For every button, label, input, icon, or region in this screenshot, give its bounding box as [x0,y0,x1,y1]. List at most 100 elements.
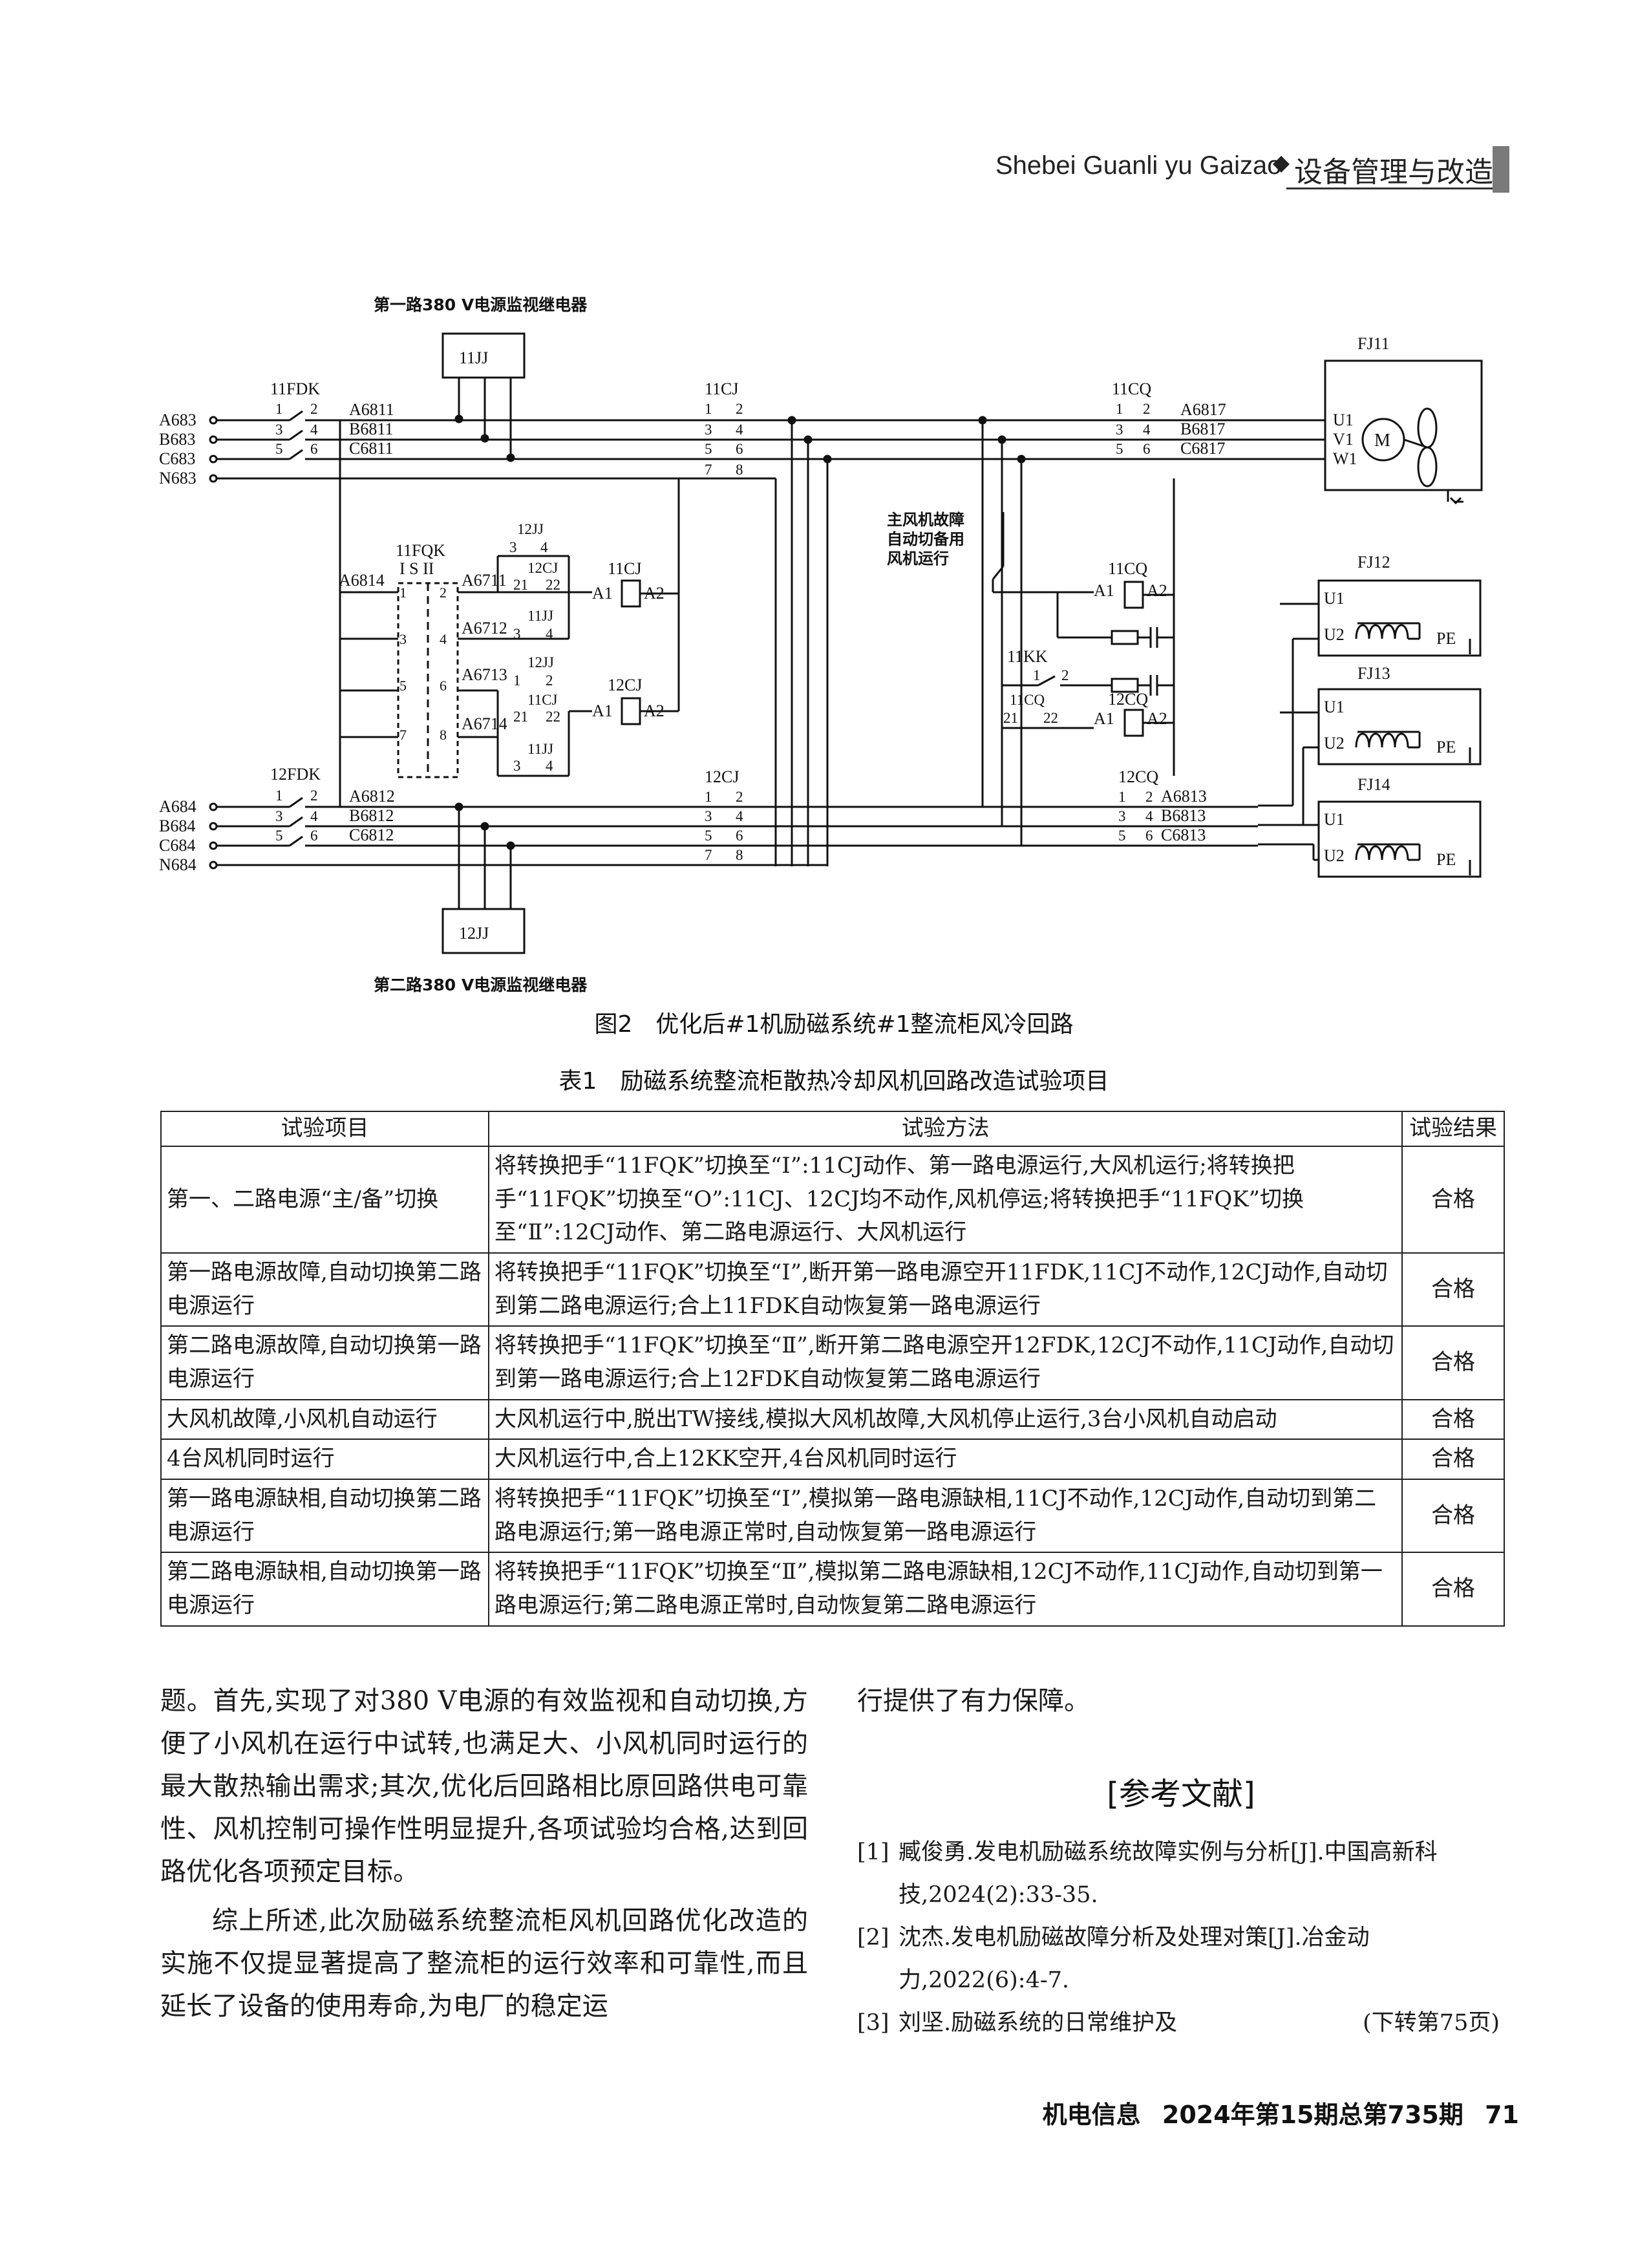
paragraph: 题。首先,实现了对380 V电源的有效监视和自动切换,方便了小风机在运行中试转,… [160,1686,808,1887]
svg-text:7: 7 [705,462,712,478]
fan-fj14: FJ14 U1 U2 PE [1317,775,1482,878]
svg-text:A6712: A6712 [462,619,507,637]
cell-result: 合格 [1401,1325,1505,1400]
svg-text:风机运行: 风机运行 [887,550,949,568]
reference-text: 臧俊勇.发电机励磁系统故障实例与分析[J].中国高新科技,2024(2):33-… [899,1839,1438,1908]
svg-text:2: 2 [310,787,318,804]
fan-blade-icon [1417,407,1438,449]
relay-bottom-box [442,908,526,954]
svg-text:6: 6 [440,678,447,694]
input-b683: B683 [159,430,195,449]
svg-text:2: 2 [1145,789,1153,805]
svg-text:A2: A2 [1147,581,1167,600]
svg-text:6: 6 [1143,441,1151,457]
svg-text:8: 8 [440,727,447,743]
svg-text:PE: PE [1436,850,1456,869]
table-header-row: 试验项目 试验方法 试验结果 [160,1111,1505,1147]
footer-journal: 机电信息 [1042,2101,1141,2129]
svg-text:PE: PE [1436,629,1456,648]
diamond-icon [1273,156,1290,173]
svg-text:A6713: A6713 [462,665,507,684]
svg-text:A1: A1 [1094,709,1114,728]
svg-text:B6811: B6811 [349,420,393,438]
svg-text:U2: U2 [1324,625,1345,644]
svg-text:4: 4 [736,422,743,438]
journal-name-en: Shebei Guanli yu Gaizao [995,151,1282,180]
svg-text:U2: U2 [1324,734,1345,753]
svg-text:11JJ: 11JJ [527,608,553,624]
svg-text:C6811: C6811 [349,439,393,458]
svg-text:自动切备用: 自动切备用 [887,530,964,548]
svg-text:C6817: C6817 [1180,439,1225,458]
svg-text:5: 5 [1116,441,1123,457]
svg-text:4: 4 [736,808,743,824]
svg-text:21: 21 [1003,710,1018,726]
cell-item: 第二路电源故障,自动切换第一路电源运行 [160,1325,490,1400]
svg-text:4: 4 [546,758,553,774]
svg-text:1: 1 [1033,667,1041,683]
svg-text:A1: A1 [592,584,613,603]
svg-text:5: 5 [275,441,283,457]
reference-text: 沈杰.发电机励磁故障分析及处理对策[J].冶金动力,2022(6):4-7. [899,1925,1370,1993]
coil-12cq [1123,709,1144,737]
header-tab-mark [1493,146,1509,193]
cell-result: 合格 [1401,1145,1505,1254]
svg-text:2: 2 [546,672,553,689]
cell-method: 大风机运行中,合上12KK空开,4台风机同时运行 [488,1439,1403,1481]
svg-text:W1: W1 [1333,449,1357,468]
svg-text:22: 22 [546,577,560,593]
references-heading: [参考文献] [1107,1776,1255,1812]
svg-text:3: 3 [399,631,407,647]
relay-bottom-label: 12JJ [459,924,489,943]
reference-number: [2] [857,1925,889,1951]
svg-text:1: 1 [513,672,521,689]
svg-text:B6813: B6813 [1161,806,1206,825]
breaker-top-label: 11FDK [270,380,320,398]
svg-text:B6812: B6812 [349,806,394,825]
switch-11fqk-label: 11FQK [396,541,445,560]
cell-item: 第一路电源故障,自动切换第二路电源运行 [160,1252,490,1327]
cell-method: 大风机运行中,脱出TW接线,模拟大风机故障,大风机停止运行,3台小风机自动启动 [488,1398,1403,1440]
svg-text:3: 3 [1116,422,1123,438]
svg-text:M: M [1374,431,1390,451]
svg-text:21: 21 [513,709,528,725]
running-footer: 机电信息 2024年第15期总第735期 71 [950,2095,1519,2130]
svg-text:4: 4 [1143,422,1151,438]
fan-fj12: FJ12 U1 U2 PE [1317,553,1482,657]
cell-item: 4台风机同时运行 [160,1439,490,1481]
svg-text:U1: U1 [1324,698,1345,716]
svg-text:A1: A1 [1094,581,1114,600]
svg-text:11CJ: 11CJ [527,692,557,708]
cell-method: 将转换把手“11FQK”切换至“Ⅱ”,断开第二路电源空开12FDK,12CJ不动… [488,1325,1403,1400]
header-item: 试验项目 [160,1111,490,1147]
cell-method: 将转换把手“11FQK”切换至“Ⅰ”,模拟第一路电源缺相,11CJ不动作,12C… [488,1479,1403,1554]
svg-text:22: 22 [1043,710,1058,726]
cell-method: 将转换把手“11FQK”切换至“Ⅱ”,模拟第二路电源缺相,12CJ不动作,11C… [488,1552,1403,1627]
reference-item: [2] 沈杰.发电机励磁故障分析及处理对策[J].冶金动力,2022(6):4-… [857,1916,1505,2002]
svg-text:2: 2 [1061,667,1069,683]
cell-item: 第二路电源缺相,自动切换第一路电源运行 [160,1552,490,1627]
svg-text:FJ14: FJ14 [1357,775,1390,794]
svg-text:2: 2 [736,401,743,417]
cell-result: 合格 [1401,1479,1505,1554]
journal-name-cn: 设备管理与改造 [1294,156,1493,189]
svg-text:1: 1 [275,401,283,417]
cell-item: 大风机故障,小风机自动运行 [160,1398,490,1440]
svg-text:3: 3 [275,422,283,438]
svg-text:FJ13: FJ13 [1357,664,1390,683]
fan-big-box [1324,359,1483,491]
left-column: 题。首先,实现了对380 V电源的有效监视和自动切换,方便了小风机在运行中试转,… [160,1680,808,2027]
svg-text:8: 8 [736,847,743,863]
input-a684: A684 [159,797,197,816]
circuit-figure: 第一路380 V电源监视继电器 11JJ 12JJ 第二路380 V电源监视继电… [155,284,1513,1009]
relay-top-title: 第一路380 V电源监视继电器 [374,295,588,314]
circuit-diagram: 第一路380 V电源监视继电器 11JJ 12JJ 第二路380 V电源监视继电… [159,295,1483,994]
svg-text:5: 5 [275,828,283,844]
svg-text:1: 1 [275,787,283,804]
references-list: [1] 臧俊勇.发电机励磁系统故障实例与分析[J].中国高新科技,2024(2)… [857,1831,1505,2044]
svg-text:4: 4 [1145,808,1153,824]
svg-text:3: 3 [513,626,521,642]
svg-text:4: 4 [540,539,548,555]
input-n683: N683 [159,469,197,487]
svg-text:A6817: A6817 [1180,400,1226,419]
